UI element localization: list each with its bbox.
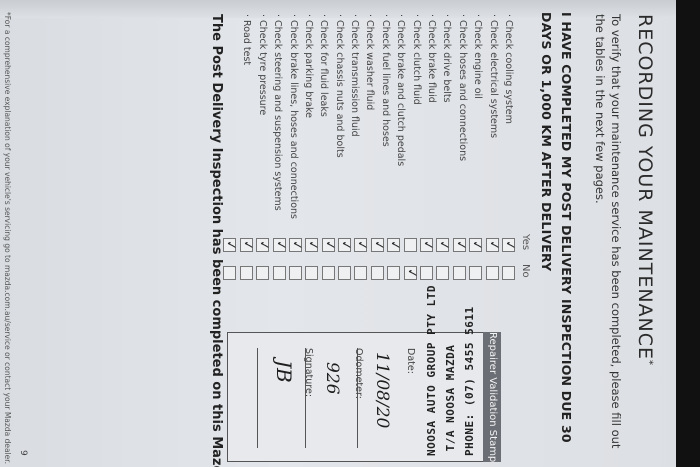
yes-checkbox[interactable]: ✓: [271, 238, 289, 252]
dealer-stamp: NOOSA AUTO GROUP PTY LTD T/A NOOSA MAZDA…: [425, 285, 476, 456]
tick-icon: ✓: [337, 239, 354, 252]
yes-checkbox[interactable]: ✓: [452, 238, 469, 252]
footnote: *For a comprehensive explanation of your…: [3, 12, 12, 465]
signature-value: JB: [272, 360, 296, 383]
yes-checkbox[interactable]: ✓: [304, 238, 321, 252]
yes-checkbox[interactable]: ✓: [353, 238, 371, 252]
tick-icon: ✓: [435, 239, 453, 252]
no-checkbox-column: ✓: [220, 266, 515, 280]
no-checkbox[interactable]: [239, 266, 253, 280]
tick-icon: ✓: [222, 239, 240, 252]
stamp-phone: PHONE: (07) 5455 5611: [463, 306, 476, 456]
inspection-subheading: I HAVE COMPLETED MY POST DELIVERY INSPEC…: [539, 12, 574, 443]
maintenance-page: RECORDING YOUR MAINTENANCE* To verify th…: [3, 12, 656, 467]
odometer-value: 926: [322, 362, 342, 395]
tick-icon: ✓: [468, 239, 485, 252]
yes-checkbox[interactable]: ✓: [255, 238, 272, 252]
no-checkbox[interactable]: [272, 266, 286, 280]
tick-icon: ✓: [255, 239, 272, 252]
page-shadow: [0, 0, 700, 18]
no-checkbox[interactable]: [469, 266, 483, 280]
yes-checkbox[interactable]: [403, 238, 417, 252]
yes-checkbox-column: ✓✓✓✓✓✓✓✓✓✓✓✓✓✓✓✓✓: [220, 238, 518, 252]
no-checkbox[interactable]: [223, 266, 237, 280]
checklist-item: · Check electrical systems: [487, 14, 499, 139]
date-value: 11/08/20: [372, 352, 392, 429]
yes-checkbox[interactable]: ✓: [288, 238, 305, 252]
tick-icon: ✓: [419, 239, 436, 252]
tick-icon: ✓: [239, 239, 256, 252]
checklist-item: · Check fuel lines and hoses: [379, 14, 391, 147]
checklist-item: · Check parking brake: [302, 14, 314, 119]
no-checkbox[interactable]: [485, 266, 499, 280]
checklist-item: · Check cooling system: [503, 14, 514, 124]
checklist-item: · Check washer fluid: [364, 14, 376, 111]
no-checkbox[interactable]: [256, 266, 270, 280]
yes-checkbox[interactable]: ✓: [501, 238, 518, 252]
yes-checkbox[interactable]: ✓: [337, 238, 354, 252]
no-checkbox[interactable]: [502, 266, 515, 280]
no-checkbox[interactable]: [387, 266, 401, 280]
no-column-header: No: [520, 264, 531, 278]
tick-icon: ✓: [402, 267, 420, 280]
tick-icon: ✓: [452, 239, 469, 252]
completion-statement: The Post Delivery Inspection has been co…: [209, 14, 224, 467]
yes-checkbox[interactable]: ✓: [419, 238, 436, 252]
no-checkbox[interactable]: [452, 266, 466, 280]
tick-icon: ✓: [386, 239, 403, 252]
checklist-item: · Check brake fluid: [426, 14, 438, 103]
yes-checkbox[interactable]: ✓: [386, 238, 403, 252]
checklist-item: · Check chassis nuts and bolts: [333, 14, 345, 158]
yes-checkbox[interactable]: ✓: [468, 238, 485, 252]
intro-text: To verify that your maintenance service …: [593, 14, 623, 449]
no-checkbox[interactable]: [338, 266, 352, 280]
yes-checkbox[interactable]: ✓: [484, 238, 502, 252]
tick-icon: ✓: [288, 239, 305, 252]
page-number: 9: [18, 450, 28, 456]
checklist-item: · Check brake and clutch pedals: [395, 14, 407, 167]
stamp-dealer-name: NOOSA AUTO GROUP PTY LTD: [425, 285, 438, 456]
checklist-item: · Check steering and suspension systems: [272, 14, 284, 211]
checklist-item: · Check brake lines, hoses and connectio…: [287, 14, 299, 219]
stamp-trading-name: T/A NOOSA MAZDA: [444, 344, 457, 452]
yes-checkbox[interactable]: ✓: [239, 238, 256, 252]
checklist-item: · Road test: [241, 14, 253, 66]
tick-icon: ✓: [353, 239, 371, 252]
checklist: · Check cooling system · Check electrical…: [239, 14, 516, 219]
yes-checkbox[interactable]: ✓: [370, 238, 387, 252]
yes-checkbox[interactable]: ✓: [435, 238, 453, 252]
no-checkbox[interactable]: [370, 266, 384, 280]
yes-checkbox[interactable]: ✓: [222, 238, 240, 252]
tick-icon: ✓: [501, 239, 518, 252]
tick-icon: ✓: [370, 239, 387, 252]
checklist-item: · Check tyre pressure: [256, 14, 268, 116]
tick-icon: ✓: [484, 239, 502, 252]
no-checkbox[interactable]: [420, 266, 434, 280]
checklist-item: · Check for fluid leaks: [318, 14, 330, 117]
tick-icon: ✓: [304, 239, 321, 252]
no-checkbox[interactable]: [288, 266, 302, 280]
no-checkbox[interactable]: ✓: [402, 266, 420, 280]
stamp-title: Repairer Validation Stamp: [483, 332, 501, 462]
page-heading: RECORDING YOUR MAINTENANCE*: [634, 14, 656, 367]
dark-background-edge: [676, 0, 700, 467]
date-label: Date:: [405, 348, 416, 374]
odometer-label: Odometer:: [353, 348, 364, 399]
signature-label: Signature:: [303, 348, 314, 398]
tick-icon: ✓: [271, 239, 289, 252]
checklist-item: · Check drive belts: [441, 14, 453, 103]
no-checkbox[interactable]: [436, 266, 450, 280]
no-checkbox[interactable]: [354, 266, 368, 280]
checklist-item: · Check clutch fluid: [410, 14, 422, 105]
checklist-item: · Check hoses and connections: [456, 14, 468, 162]
checklist-item: · Check transmission fluid: [349, 14, 361, 137]
yes-checkbox[interactable]: ✓: [321, 238, 338, 252]
no-checkbox[interactable]: [305, 266, 319, 280]
tick-icon: ✓: [321, 239, 338, 252]
checklist-item: · Check engine oil: [472, 14, 484, 99]
no-checkbox[interactable]: [321, 266, 335, 280]
yes-column-header: Yes: [520, 234, 531, 251]
